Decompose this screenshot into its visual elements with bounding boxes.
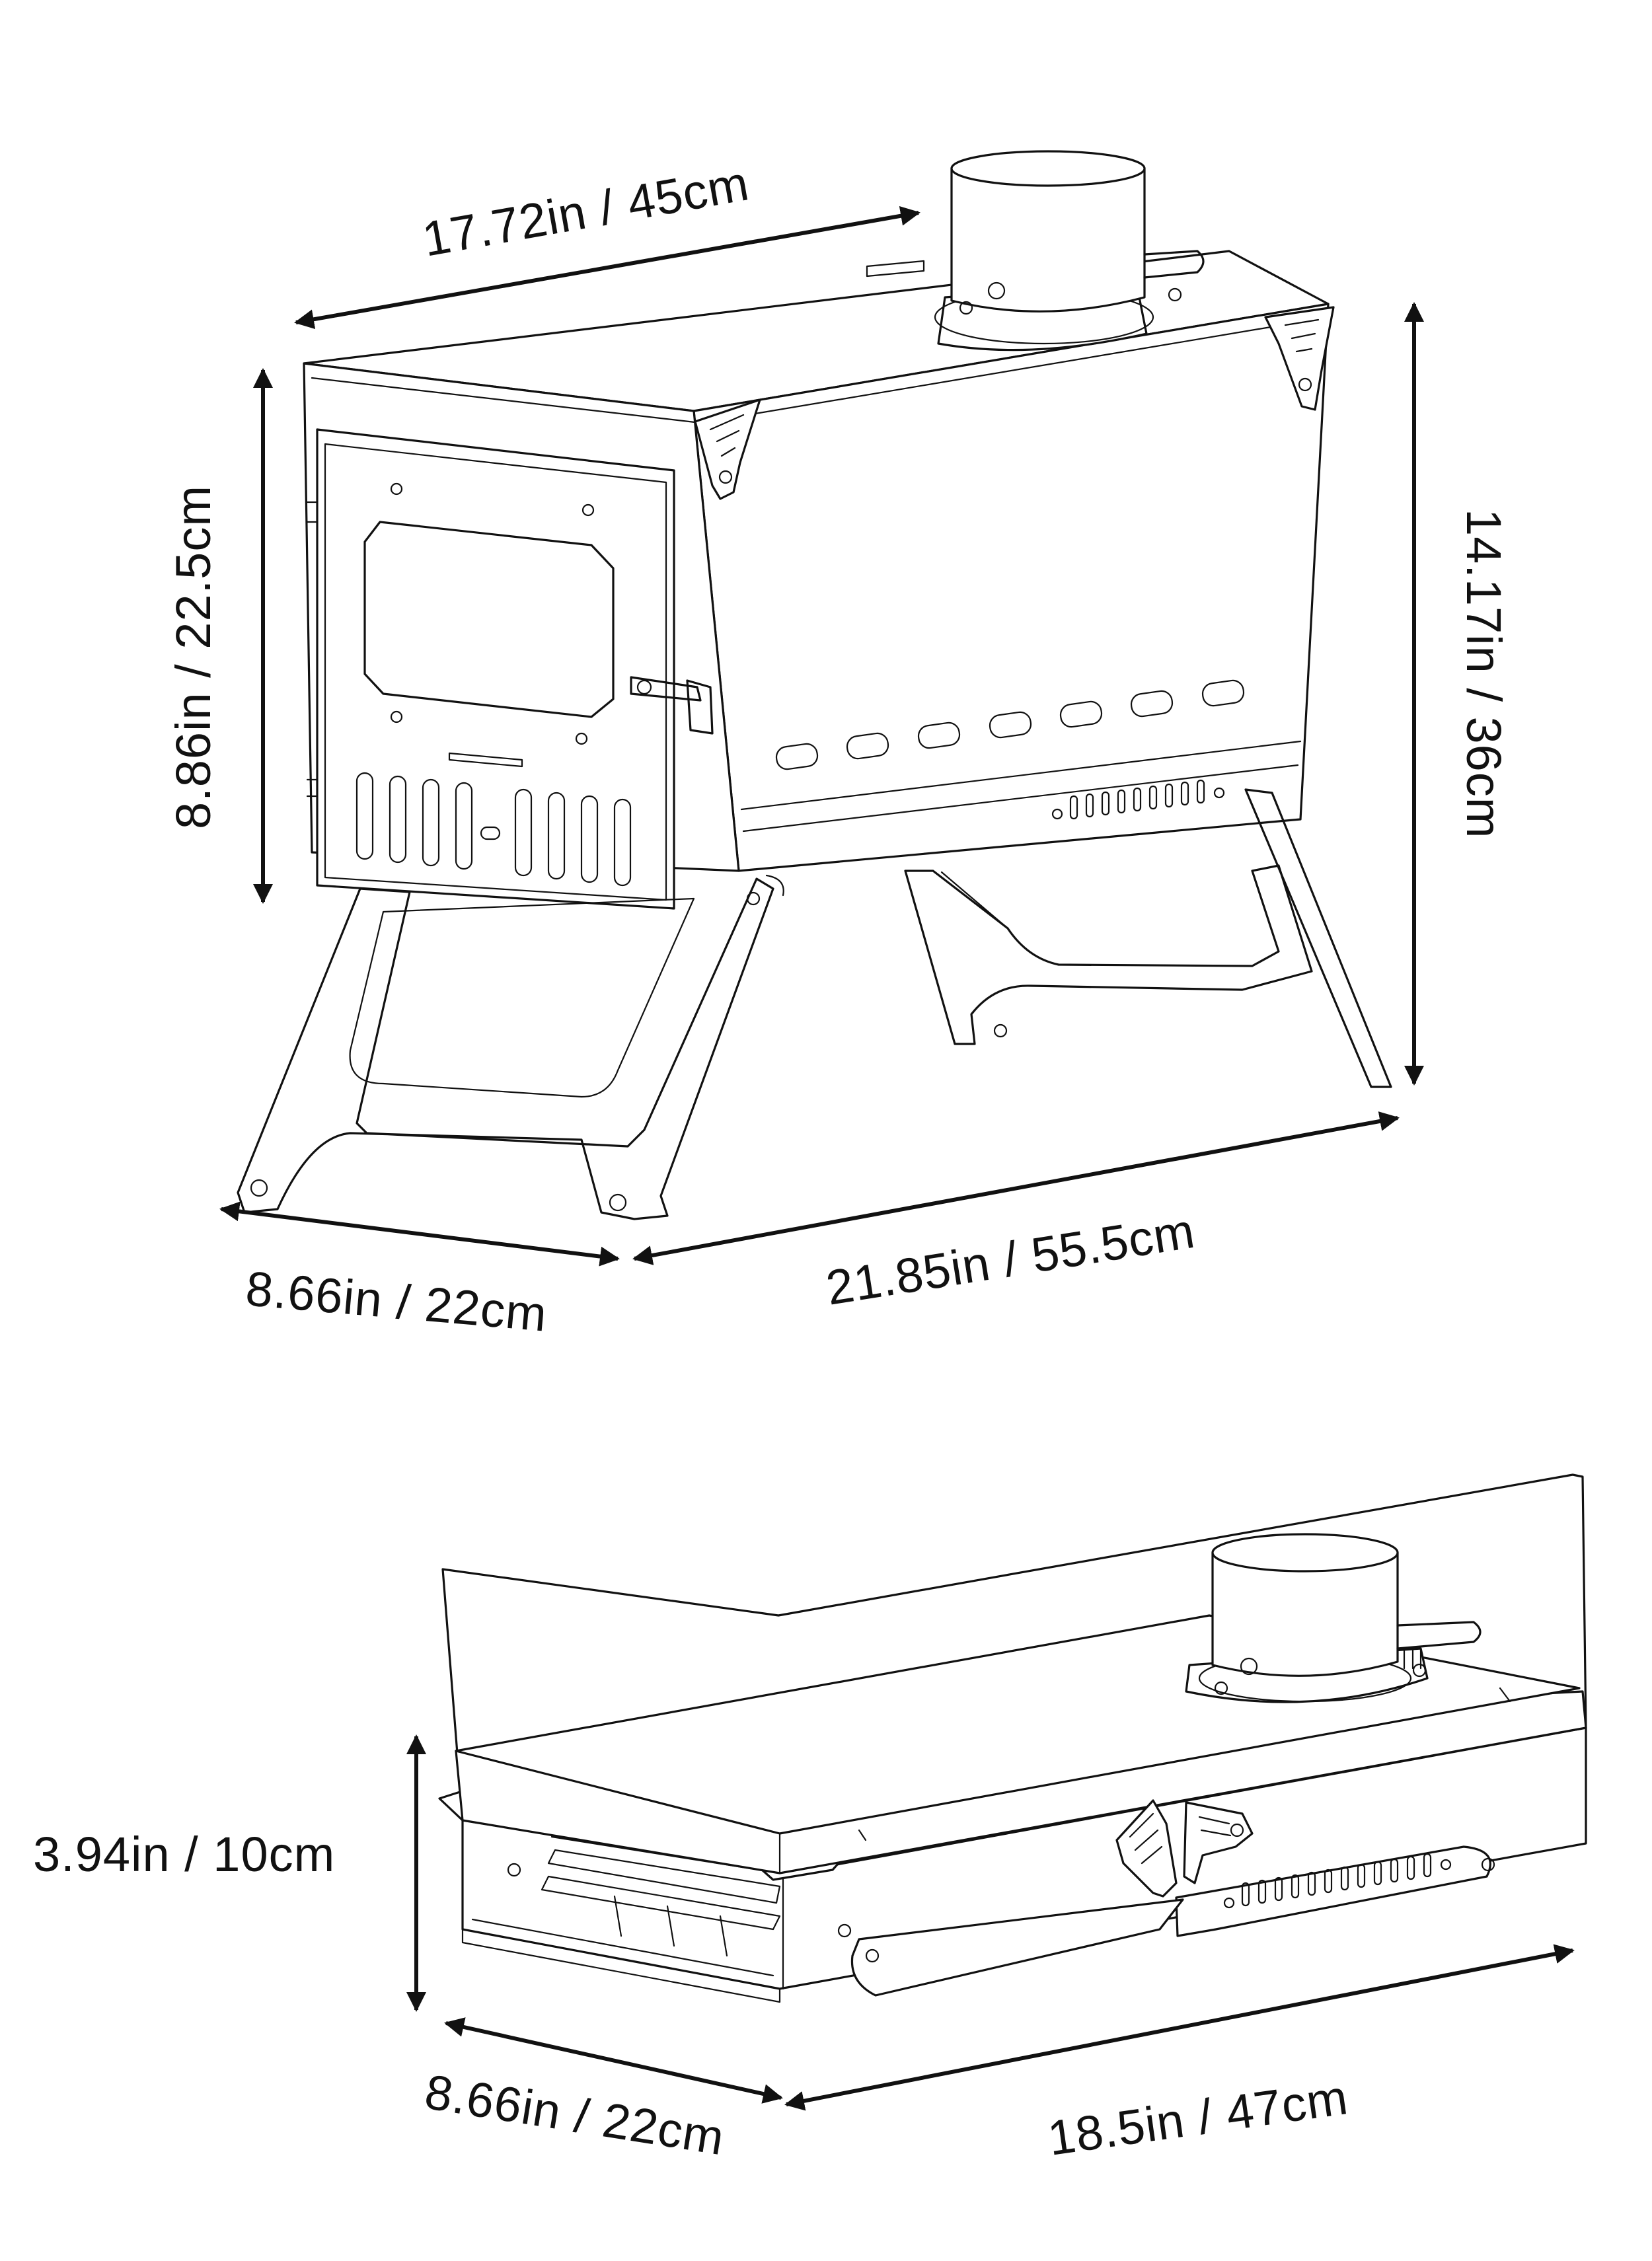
packed-depth-label: 8.66in / 22cm [421, 2064, 728, 2166]
assembled-stove-drawing [237, 150, 1392, 1220]
assembled-length-label: 21.85in / 55.5cm [823, 1203, 1199, 1316]
assembled-height-label: 8.86in / 22.5cm [166, 485, 221, 829]
packed-height-label: 3.94in / 10cm [33, 1827, 335, 1882]
assembled-depth-label: 8.66in / 22cm [244, 1261, 550, 1342]
packed-stove-drawing [438, 1473, 1587, 2003]
assembled-total-height-label: 14.17in / 36cm [1456, 509, 1511, 838]
assembled-dimension-lines [219, 205, 1424, 1267]
packed-length-label: 18.5in / 47cm [1045, 2069, 1351, 2166]
packed-dimension-lines [406, 1734, 1575, 2111]
